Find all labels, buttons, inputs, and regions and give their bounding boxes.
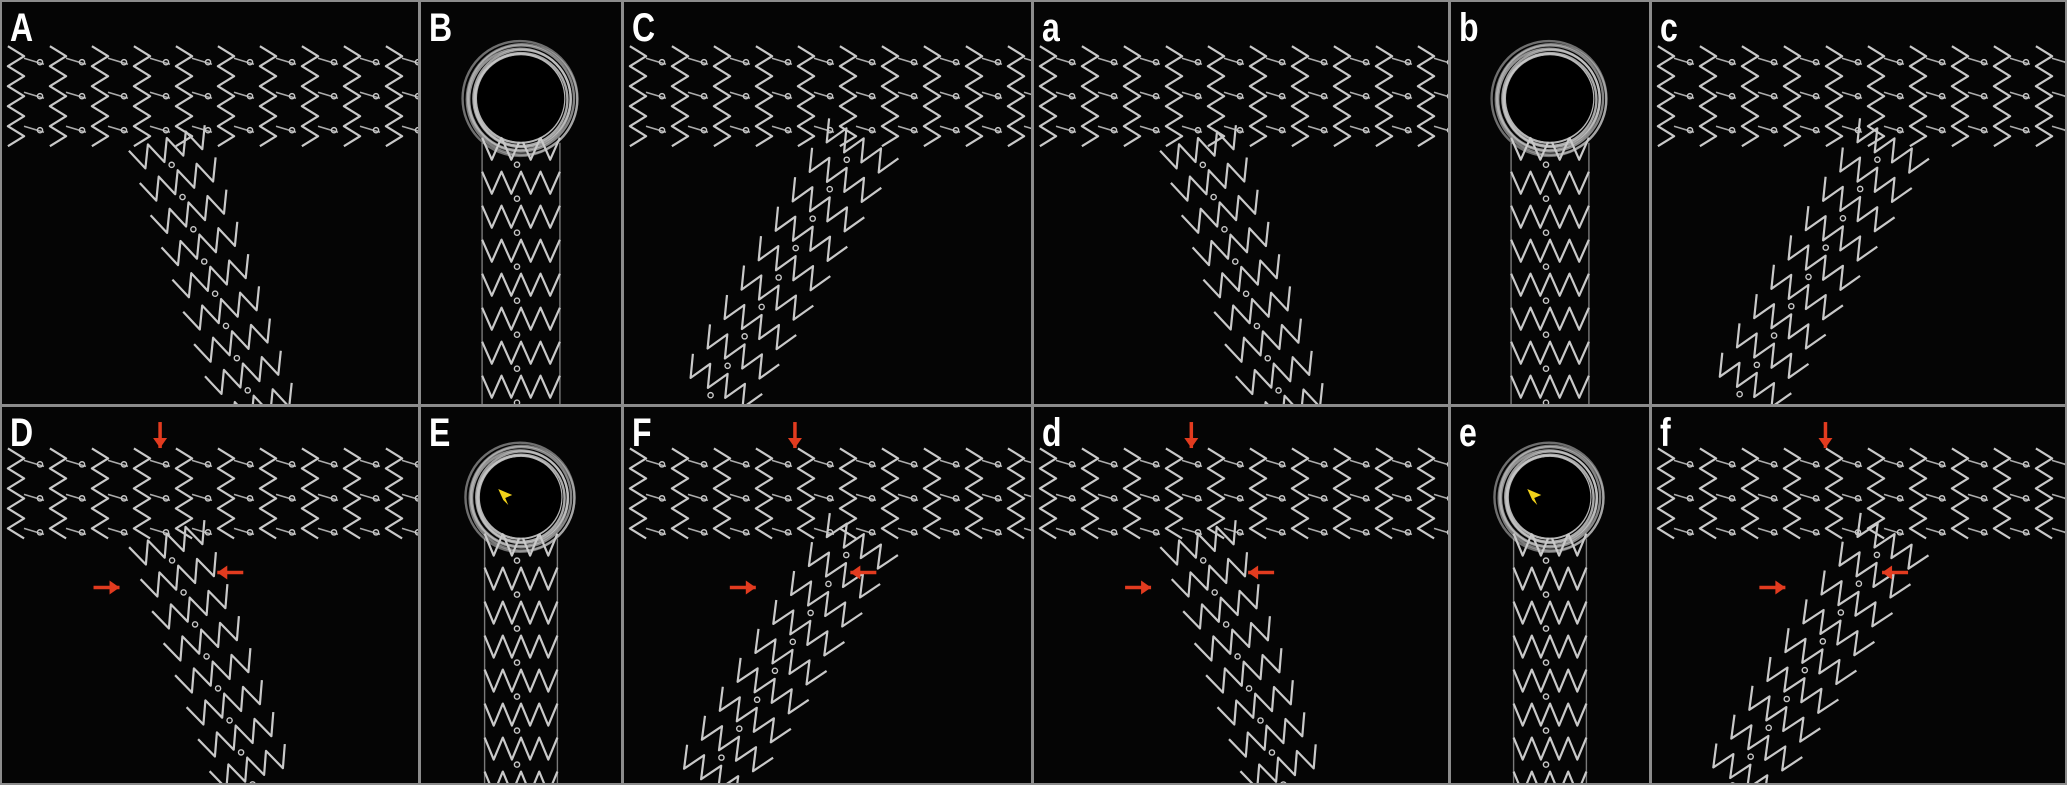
stent-image-end-on-view bbox=[464, 441, 576, 783]
panel-d: d bbox=[1034, 407, 1448, 783]
stent-image-side-view bbox=[1656, 45, 2065, 404]
panel-D: D bbox=[2, 407, 418, 783]
panel-a: a bbox=[1034, 2, 1448, 404]
panel-label: A bbox=[10, 6, 34, 50]
stent-image-end-on-view bbox=[461, 39, 579, 404]
panel-F: F bbox=[624, 407, 1031, 783]
stent-image-side-view bbox=[1656, 422, 2065, 783]
panel-C: C bbox=[624, 2, 1031, 404]
stent-image-side-view bbox=[628, 45, 1031, 404]
panel-label: F bbox=[632, 411, 652, 455]
panel-label: d bbox=[1042, 411, 1062, 455]
stent-image-end-on-view bbox=[1490, 39, 1608, 404]
panel-A: A bbox=[2, 2, 418, 404]
panel-label: c bbox=[1660, 6, 1678, 50]
stent-image-side-view bbox=[1038, 45, 1448, 404]
panel-label: f bbox=[1660, 411, 1671, 455]
panel-label: D bbox=[10, 411, 34, 455]
panel-label: a bbox=[1042, 6, 1060, 50]
stent-image-side-view bbox=[1038, 422, 1448, 783]
panel-B: B bbox=[421, 2, 621, 404]
panel-b: b bbox=[1451, 2, 1649, 404]
stent-image-side-view bbox=[628, 422, 1031, 783]
panel-c: c bbox=[1652, 2, 2065, 404]
panel-E: E bbox=[421, 407, 621, 783]
panel-label: b bbox=[1459, 6, 1479, 50]
panel-e: e bbox=[1451, 407, 1649, 783]
panel-label: E bbox=[429, 411, 451, 455]
panel-f: f bbox=[1652, 407, 2065, 783]
stent-image-side-view bbox=[6, 45, 418, 404]
panel-label: e bbox=[1459, 411, 1477, 455]
panel-label: B bbox=[429, 6, 453, 50]
stent-image-end-on-view bbox=[1493, 441, 1605, 783]
panel-label: C bbox=[632, 6, 656, 50]
stent-image-side-view bbox=[6, 422, 418, 783]
